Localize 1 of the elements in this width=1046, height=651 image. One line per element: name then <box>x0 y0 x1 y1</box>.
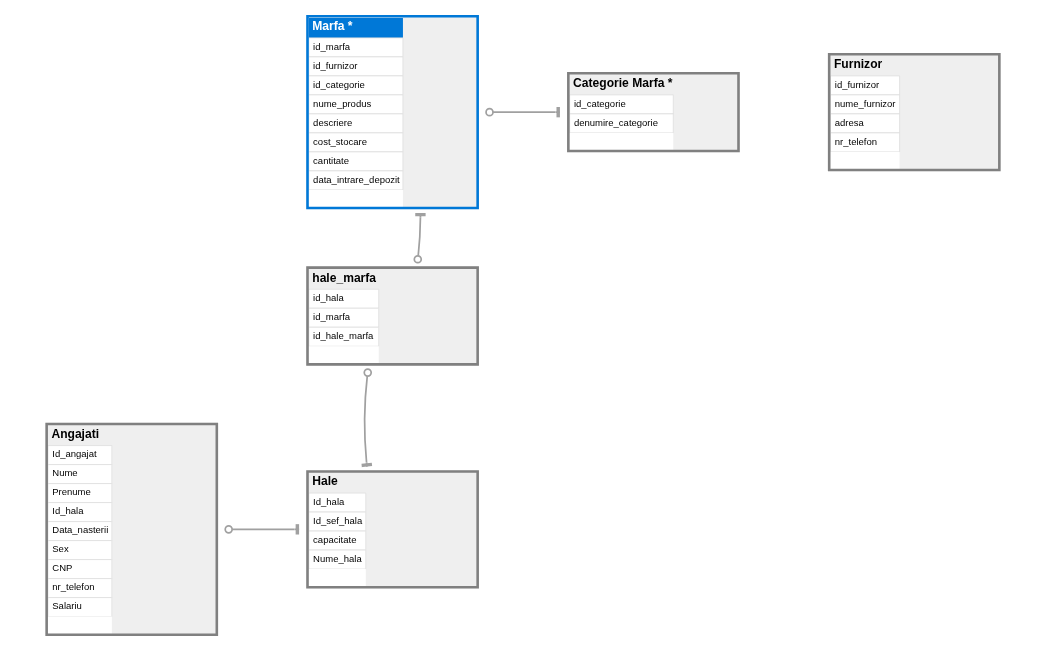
connector <box>485 106 561 118</box>
